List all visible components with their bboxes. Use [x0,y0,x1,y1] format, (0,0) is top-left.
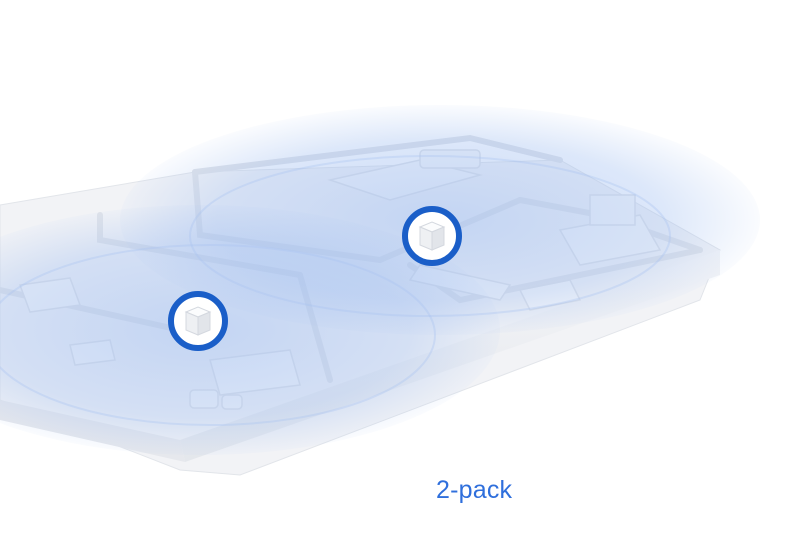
mesh-unit [168,291,228,351]
coverage-areas [0,105,760,455]
router-cube-icon [184,306,212,336]
router-cube-icon [418,221,446,251]
mesh-unit [402,206,462,266]
pack-count-label: 2-pack [436,476,513,504]
